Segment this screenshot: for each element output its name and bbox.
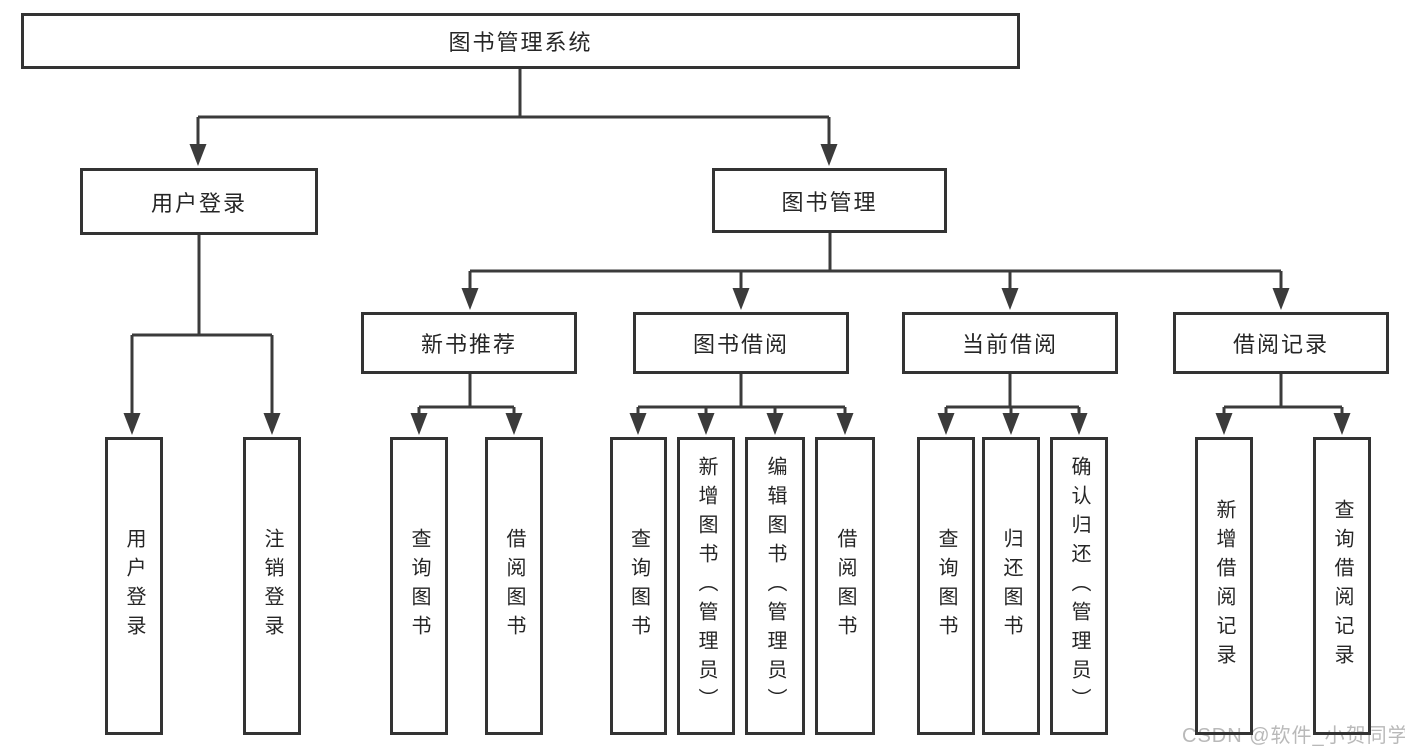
leaf-label: 归还图书: [1000, 528, 1022, 644]
watermark: CSDN @软件_小贺同学: [1182, 725, 1405, 747]
arrowhead: [697, 413, 715, 435]
node-label: 用户登录: [150, 190, 247, 216]
node-current-borrow: 当前借阅: [902, 312, 1118, 374]
arrowhead: [123, 413, 141, 435]
level1-branch-line: [196, 115, 831, 150]
user-login-splitter-line: [130, 333, 274, 419]
arrowhead: [836, 413, 854, 435]
leaf-current-confirm-return-admin: 确认归还（管理员）: [1050, 437, 1108, 735]
leaf-record-add-record: 新增借阅记录: [1195, 437, 1253, 735]
arrowhead: [461, 288, 479, 310]
arrowhead: [1070, 413, 1088, 435]
level2-branch-line: [468, 269, 1283, 294]
arrowhead: [820, 144, 838, 166]
arrowhead: [937, 413, 955, 435]
arrowhead: [732, 288, 750, 310]
leaf-borrow-query-books: 查询图书: [610, 437, 667, 735]
node-book-management: 图书管理: [712, 168, 947, 233]
leaf-label: 查询借阅记录: [1331, 499, 1353, 673]
level3-stem-lines: [468, 374, 1283, 407]
leaf-user-login: 用户登录: [105, 437, 163, 735]
node-label: 图书管理系统: [448, 30, 593, 55]
arrowhead: [189, 144, 207, 166]
arrowheads: [123, 144, 1351, 435]
arrowhead: [1001, 288, 1019, 310]
leaf-label: 新增借阅记录: [1213, 499, 1235, 673]
node-label: 图书管理: [781, 189, 878, 215]
leaf-label: 借阅图书: [503, 528, 525, 644]
leaf-label: 用户登录: [123, 528, 145, 644]
leaf-newbook-borrow-books: 借阅图书: [485, 437, 543, 735]
leaf-logout: 注销登录: [243, 437, 301, 735]
leaf-label: 查询图书: [935, 528, 957, 644]
arrowhead: [1215, 413, 1233, 435]
node-new-book-recommend: 新书推荐: [361, 312, 577, 374]
leaf-borrow-borrow-books: 借阅图书: [815, 437, 875, 735]
arrowhead: [766, 413, 784, 435]
arrowhead: [263, 413, 281, 435]
leaf-label: 查询图书: [408, 528, 430, 644]
leaf-current-query-books: 查询图书: [917, 437, 975, 735]
arrowhead: [410, 413, 428, 435]
leaf-label: 确认归还（管理员）: [1068, 455, 1090, 717]
arrowhead: [1333, 413, 1351, 435]
leaf-label: 查询图书: [627, 528, 650, 644]
leaf-label: 编辑图书（管理员）: [764, 455, 786, 717]
leaf-label: 借阅图书: [834, 528, 856, 644]
node-label: 借阅记录: [1232, 332, 1329, 357]
leaf-borrow-edit-books-admin: 编辑图书（管理员）: [745, 437, 805, 735]
arrowhead: [1272, 288, 1290, 310]
arrowhead: [629, 413, 647, 435]
node-borrow-records: 借阅记录: [1173, 312, 1389, 374]
node-library-system: 图书管理系统: [21, 13, 1020, 69]
leaf-label: 新增图书（管理员）: [695, 455, 717, 717]
leaf-label: 注销登录: [261, 528, 283, 644]
node-book-borrow: 图书借阅: [633, 312, 849, 374]
node-user-login: 用户登录: [80, 168, 318, 235]
leaf-current-return-books: 归还图书: [982, 437, 1040, 735]
leaf-newbook-query-books: 查询图书: [390, 437, 448, 735]
leaf-borrow-add-books-admin: 新增图书（管理员）: [677, 437, 735, 735]
arrowhead: [1002, 413, 1020, 435]
leaf-drop-lines: [417, 407, 1344, 419]
arrowhead: [505, 413, 523, 435]
leaf-record-query-record: 查询借阅记录: [1313, 437, 1371, 735]
node-label: 新书推荐: [420, 332, 517, 357]
node-label: 图书借阅: [692, 332, 789, 357]
node-label: 当前借阅: [961, 332, 1058, 357]
